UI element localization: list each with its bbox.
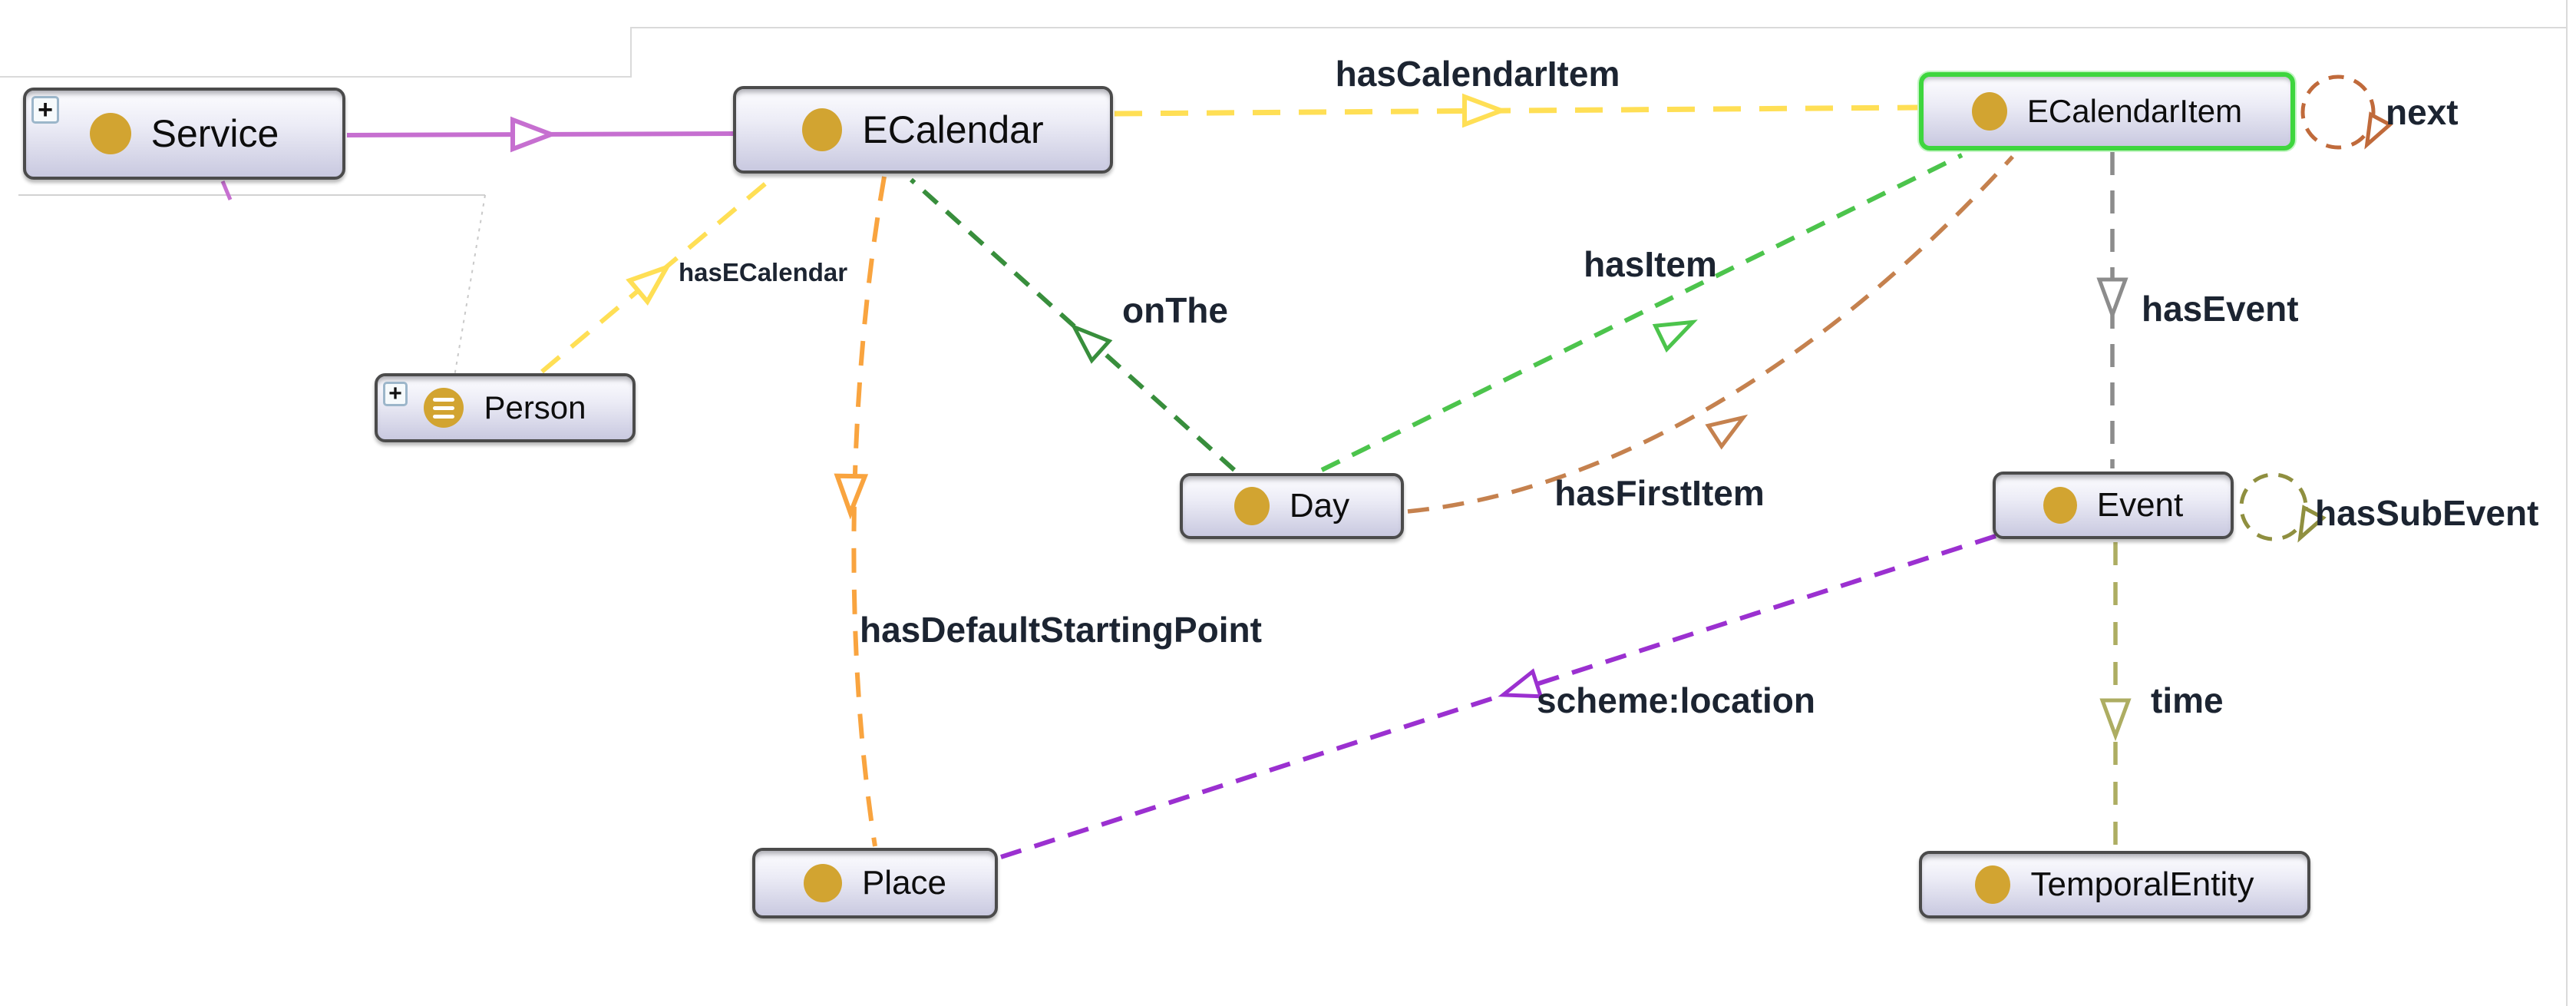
edge-next-selfloop[interactable] bbox=[2300, 74, 2393, 150]
edge-time[interactable] bbox=[2099, 542, 2132, 848]
arrowhead bbox=[2364, 111, 2393, 150]
node-label: Day bbox=[1289, 487, 1350, 525]
edge-hasecalendar-line[interactable] bbox=[540, 174, 775, 374]
edge-label-time: time bbox=[2151, 680, 2224, 720]
node-label: Service bbox=[150, 112, 279, 155]
arrowhead bbox=[2096, 277, 2129, 321]
edge-hascalendaritem[interactable] bbox=[1114, 93, 1918, 128]
edge-hasdefaultstartingpoint-line[interactable] bbox=[851, 176, 887, 847]
class-icon bbox=[802, 108, 843, 151]
class-icon bbox=[1975, 865, 2011, 904]
service-bottom-edge-stub bbox=[220, 180, 233, 200]
node-label: ECalendar bbox=[862, 108, 1044, 151]
arrowhead bbox=[1498, 668, 1544, 699]
node-label: ECalendarItem bbox=[2026, 93, 2243, 129]
edge-label-hasdefaultstartingpoint: hasDefaultStartingPoint bbox=[860, 610, 1262, 650]
edge-onthe[interactable] bbox=[909, 177, 1237, 472]
node-temporalentity[interactable]: TemporalEntity bbox=[1919, 851, 2310, 918]
edge-hassubevent-selfloop[interactable] bbox=[2239, 472, 2327, 543]
class-with-individuals-icon bbox=[424, 388, 464, 428]
node-label: TemporalEntity bbox=[2030, 865, 2254, 903]
arrowhead bbox=[1652, 319, 1698, 353]
class-icon bbox=[89, 113, 131, 154]
arrowhead bbox=[1070, 323, 1113, 364]
edge-hasitem[interactable] bbox=[1320, 153, 1963, 472]
edge-hassubevent-loop[interactable] bbox=[2239, 472, 2308, 541]
canvas-boundary-line bbox=[0, 27, 2567, 78]
arrowhead bbox=[1462, 93, 1508, 128]
node-label: Person bbox=[484, 389, 586, 425]
edge-hasevent[interactable] bbox=[2096, 152, 2129, 468]
expand-button[interactable]: + bbox=[31, 96, 59, 124]
edge-next-loop[interactable] bbox=[2300, 74, 2376, 150]
arrowhead bbox=[2297, 505, 2327, 543]
edge-hascalendaritem-line[interactable] bbox=[1114, 104, 1918, 117]
edge-hasfirstitem[interactable] bbox=[1407, 155, 2015, 514]
arrowhead bbox=[2099, 698, 2132, 742]
node-person[interactable]: + Person bbox=[375, 373, 636, 442]
edge-label-hasfirstitem: hasFirstItem bbox=[1554, 473, 1765, 513]
edge-label-hasitem: hasItem bbox=[1584, 244, 1717, 284]
edge-label-hassubevent: hasSubEvent bbox=[2315, 493, 2539, 533]
edge-label-hasecalendar: hasECalendar bbox=[679, 258, 848, 286]
edge-hasitem-line[interactable] bbox=[1320, 153, 1963, 472]
edge-schemelocation[interactable] bbox=[1000, 534, 1996, 859]
node-event[interactable]: Event bbox=[1993, 472, 2234, 539]
edge-label-hasevent: hasEvent bbox=[2142, 289, 2299, 329]
arrowhead bbox=[626, 263, 672, 306]
node-service[interactable]: + Service bbox=[23, 88, 345, 180]
edge-label-next: next bbox=[2386, 92, 2459, 132]
class-icon bbox=[803, 864, 842, 902]
node-ecalendar[interactable]: ECalendar bbox=[733, 86, 1113, 174]
class-icon bbox=[1234, 487, 1270, 525]
edge-label-onthe: onThe bbox=[1122, 290, 1228, 330]
edge-label-hascalendaritem: hasCalendarItem bbox=[1335, 54, 1620, 94]
node-label: Place bbox=[861, 864, 947, 902]
edge-hasecalendar[interactable] bbox=[540, 174, 775, 374]
class-icon bbox=[1971, 92, 2007, 131]
class-icon bbox=[2043, 487, 2077, 524]
node-label: Event bbox=[2096, 486, 2184, 524]
node-ecalendaritem[interactable]: ECalendarItem bbox=[1919, 72, 2295, 151]
edge-hasdefaultstartingpoint[interactable] bbox=[834, 176, 887, 847]
node-place[interactable]: Place bbox=[752, 848, 998, 918]
arrowhead bbox=[510, 116, 558, 153]
arrowhead bbox=[1705, 414, 1749, 450]
edge-label-schemelocation: scheme:location bbox=[1537, 680, 1815, 720]
arrowhead bbox=[834, 473, 869, 520]
edge-subclass-service-ecalendar[interactable] bbox=[346, 116, 735, 153]
expand-button[interactable]: + bbox=[383, 382, 408, 406]
node-day[interactable]: Day bbox=[1180, 473, 1404, 539]
edge-hasfirstitem-line[interactable] bbox=[1407, 155, 2015, 514]
